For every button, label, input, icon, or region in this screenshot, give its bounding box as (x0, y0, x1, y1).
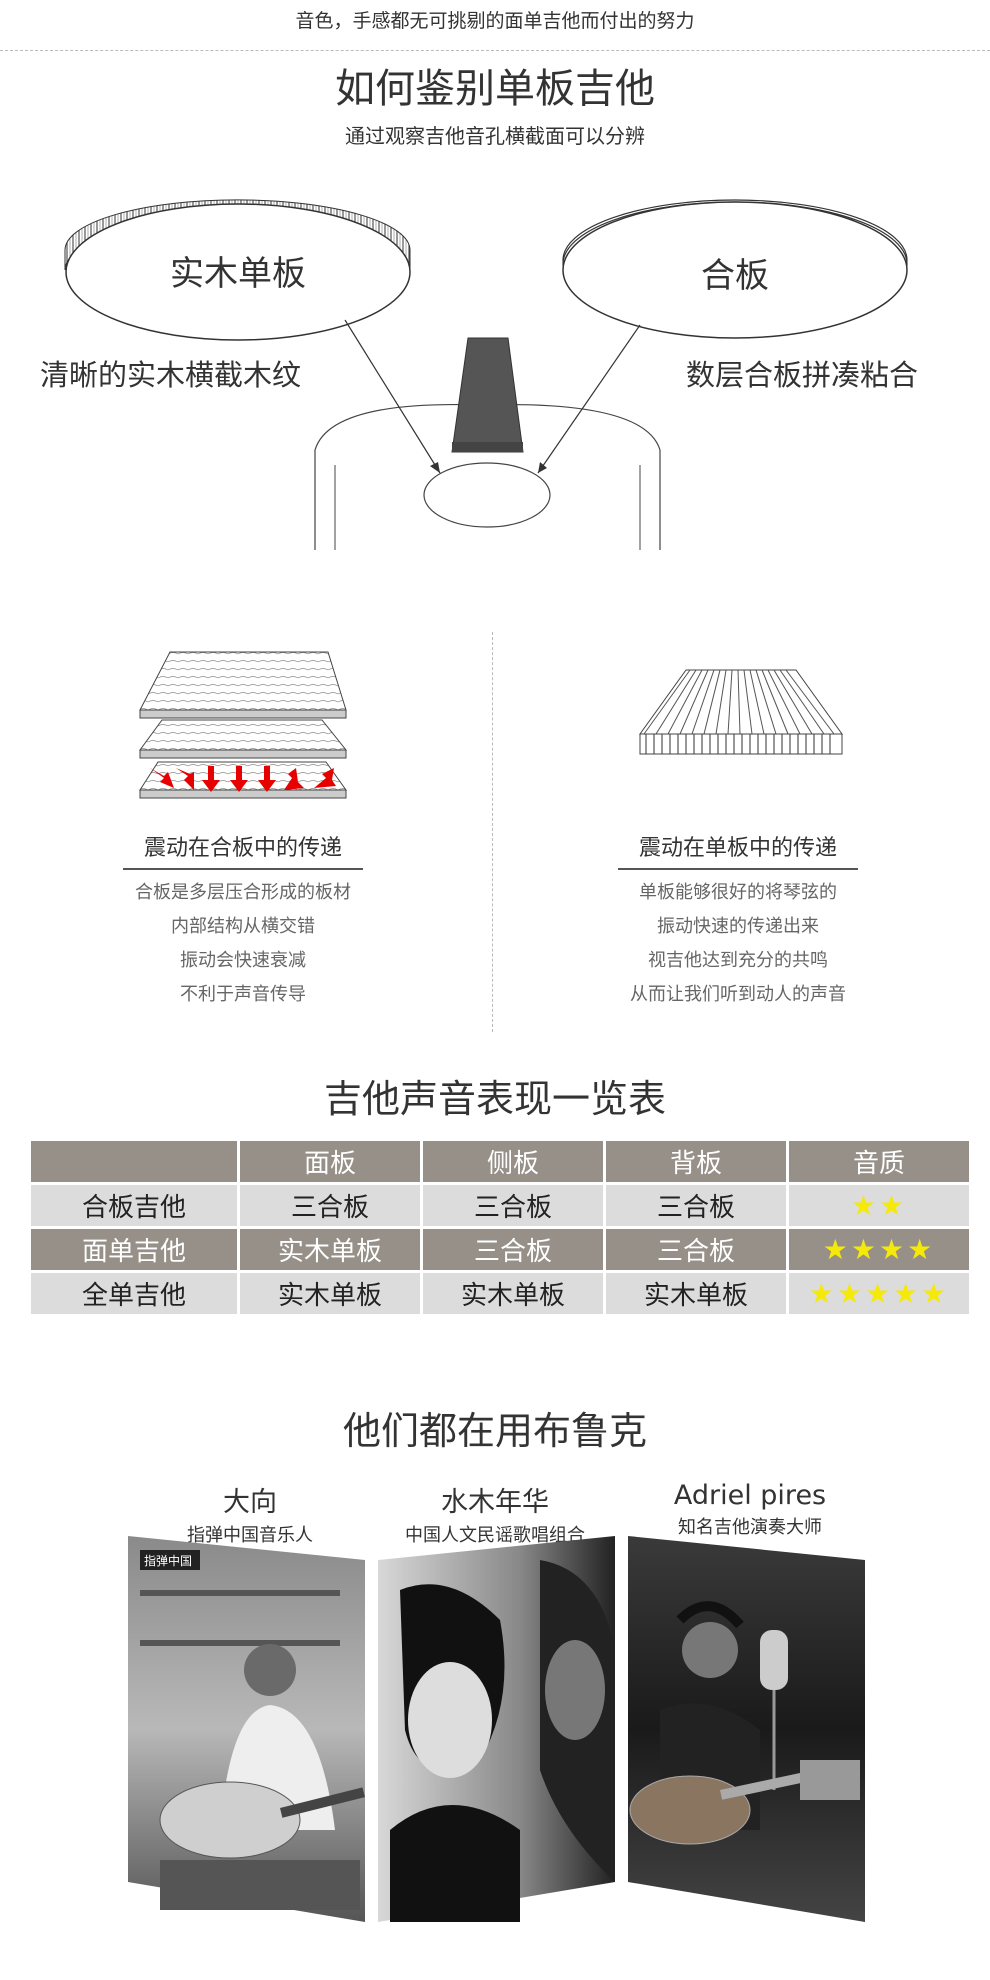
artist-desc: 知名吉他演奏大师 (678, 1517, 822, 1538)
vibration-solid-line: 从而让我们听到动人的声音 (630, 984, 846, 1005)
solid-wood-ellipse (64, 199, 411, 341)
artist-photo-shuimu (378, 1536, 615, 1922)
top-material-cell: 三合板 (240, 1185, 420, 1226)
artist-photo-daxiang: 指弹中国 (128, 1536, 365, 1922)
solid-board-illustration (639, 669, 843, 755)
table-header-cell: 侧板 (423, 1141, 603, 1182)
artist-photos: 指弹中国 (128, 1536, 865, 1922)
quality-rating: ★★ (789, 1185, 969, 1226)
table-header-cell (31, 1141, 237, 1182)
top-divider (0, 50, 990, 51)
side-material-cell: 三合板 (423, 1185, 603, 1226)
table-row: 面单吉他 实木单板 三合板 三合板 ★★★★ (31, 1229, 969, 1270)
artist-daxiang: 大向 指弹中国音乐人 (130, 1480, 370, 1547)
users-title: 他们都在用布鲁克 (342, 1409, 647, 1453)
table-header-row: 面板 侧板 背板 音质 (31, 1141, 969, 1182)
star-rating: ★★★★★ (808, 1277, 950, 1310)
vibration-plywood-line: 合板是多层压合形成的板材 (135, 882, 351, 903)
soundhole-diagram (64, 199, 908, 550)
star-rating: ★★ (850, 1189, 908, 1222)
vibration-plywood-line: 不利于声音传导 (180, 984, 306, 1005)
vibration-solid-line: 视吉他达到充分的共鸣 (648, 950, 828, 971)
table-row: 全单吉他 实木单板 实木单板 实木单板 ★★★★★ (31, 1273, 969, 1314)
table-header-cell: 背板 (606, 1141, 786, 1182)
plywood-layers-illustration (139, 651, 348, 799)
pointer-arrows (344, 319, 641, 474)
guitar-type-cell: 合板吉他 (31, 1185, 237, 1226)
guitar-type-cell: 面单吉他 (31, 1229, 237, 1270)
identify-title: 如何鉴别单板吉他 (335, 66, 655, 112)
photo-sign-text: 指弹中国 (144, 1553, 192, 1568)
vibration-plywood-line: 内部结构从横交错 (171, 916, 315, 937)
vibration-solid-line: 振动快速的传递出来 (657, 916, 819, 937)
artist-photo-adriel (628, 1536, 865, 1922)
artist-name: Adriel pires (673, 1480, 827, 1511)
vibration-plywood-line: 振动会快速衰减 (180, 950, 306, 971)
table-row: 合板吉他 三合板 三合板 三合板 ★★ (31, 1185, 969, 1226)
back-material-cell: 三合板 (606, 1229, 786, 1270)
vibration-solid-line: 单板能够很好的将琴弦的 (639, 882, 837, 903)
quality-rating: ★★★★★ (789, 1273, 969, 1314)
top-material-cell: 实木单板 (240, 1273, 420, 1314)
side-material-cell: 三合板 (423, 1229, 603, 1270)
plywood-label: 合板 (701, 256, 769, 296)
table-header-cell: 音质 (789, 1141, 969, 1182)
comparison-title: 吉他声音表现一览表 (323, 1077, 666, 1121)
vibration-divider (492, 632, 493, 1032)
artist-desc: 中国人文民谣歌唱组合 (405, 1525, 585, 1546)
vibration-plywood-heading: 震动在合板中的传递 (123, 830, 363, 870)
guitar-type-cell: 全单吉他 (31, 1273, 237, 1314)
vibration-solid-col: 震动在单板中的传递 单板能够很好的将琴弦的 振动快速的传递出来 视吉他达到充分的… (588, 830, 888, 1006)
plywood-ellipse (562, 199, 908, 339)
artist-name: 水木年华 (441, 1487, 549, 1518)
side-material-cell: 实木单板 (423, 1273, 603, 1314)
artist-shuimu: 水木年华 中国人文民谣歌唱组合 (375, 1480, 615, 1547)
guitar-body-outline (314, 337, 661, 550)
vibration-plywood-col: 震动在合板中的传递 合板是多层压合形成的板材 内部结构从横交错 振动会快速衰减 … (93, 830, 393, 1006)
back-material-cell: 实木单板 (606, 1273, 786, 1314)
plywood-desc: 数层合板拼凑粘合 (686, 358, 919, 392)
back-material-cell: 三合板 (606, 1185, 786, 1226)
vibration-solid-heading: 震动在单板中的传递 (618, 830, 858, 870)
top-material-cell: 实木单板 (240, 1229, 420, 1270)
star-rating: ★★★★ (822, 1233, 936, 1266)
table-header-cell: 面板 (240, 1141, 420, 1182)
artist-desc: 指弹中国音乐人 (187, 1525, 313, 1546)
comparison-table: 面板 侧板 背板 音质 合板吉他 三合板 三合板 三合板 ★★ 面单吉他 实木单… (28, 1138, 972, 1317)
artist-name: 大向 (223, 1487, 277, 1518)
top-caption: 音色，手感都无可挑剔的面单吉他而付出的努力 (295, 10, 695, 32)
solid-wood-label: 实木单板 (170, 254, 306, 294)
identify-subtitle: 通过观察吉他音孔横截面可以分辨 (345, 124, 645, 148)
vibration-arrows (150, 766, 336, 792)
solid-wood-desc: 清晰的实木横截木纹 (40, 358, 302, 392)
artist-adriel: Adriel pires 知名吉他演奏大师 (630, 1480, 870, 1539)
quality-rating: ★★★★ (789, 1229, 969, 1270)
